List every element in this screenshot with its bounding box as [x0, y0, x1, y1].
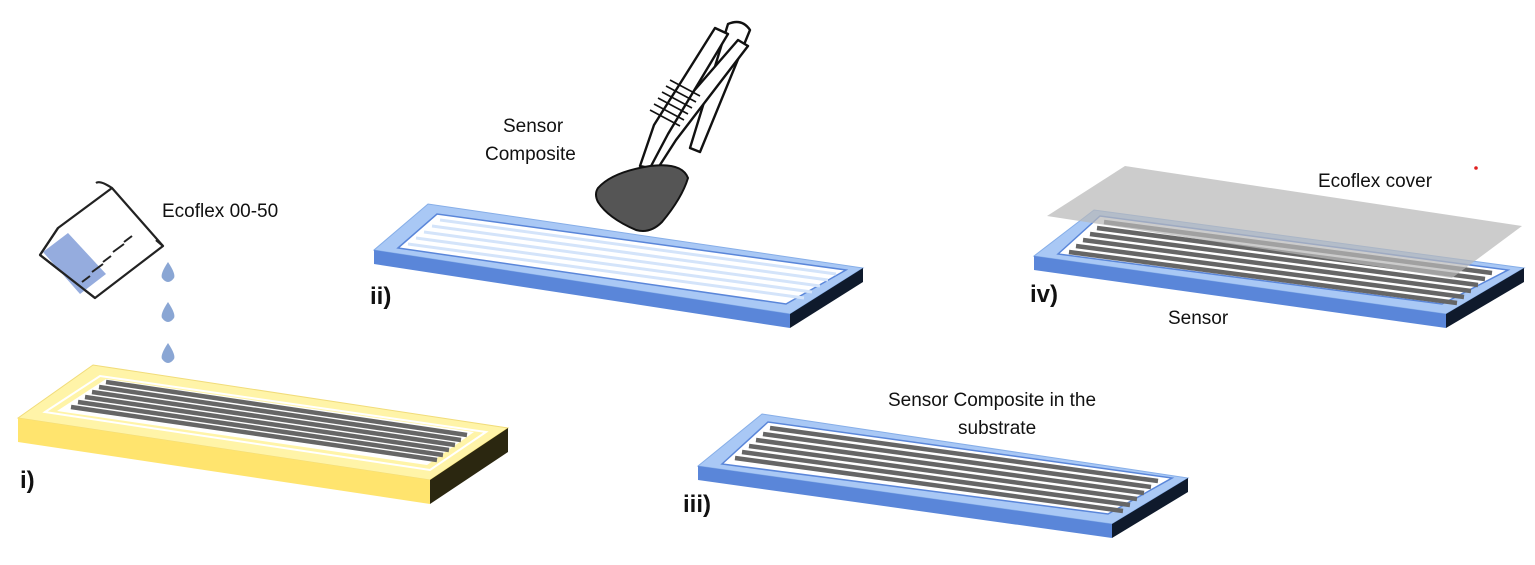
step-iii-label: iii) [683, 491, 711, 518]
faint-stripes [407, 218, 837, 300]
step-ii-group: Sensor Composite ii) [370, 20, 865, 328]
mold-side [430, 428, 508, 504]
drop-icon [161, 302, 175, 322]
step-iii-group: Sensor Composite in the substrate iii) [683, 390, 1190, 538]
drop-icon [161, 343, 175, 363]
substrate-ii [372, 203, 865, 328]
substrate-side [1446, 268, 1524, 328]
ecoflex-label: Ecoflex 00-50 [162, 201, 278, 222]
composite-substrate-label-2: substrate [958, 418, 1036, 439]
substrate-front [698, 466, 1112, 538]
composite-substrate-label-1: Sensor Composite in the [888, 390, 1096, 411]
step-iv-label: iv) [1030, 281, 1058, 308]
substrate-front [374, 250, 790, 328]
red-dot [1474, 166, 1478, 170]
sensor-composite-label-2: Composite [485, 144, 576, 165]
ecoflex-cover-sheet [1047, 166, 1522, 278]
drop-icon [161, 262, 175, 282]
sensor-composite-label-1: Sensor [503, 116, 564, 137]
step-ii-label: ii) [370, 283, 391, 310]
step-iv-group: Ecoflex cover Sensor iv) [1030, 166, 1526, 329]
substrate-iii [696, 413, 1190, 538]
mold-front [18, 418, 430, 504]
beaker-icon [38, 181, 165, 300]
tweezers-icon [638, 20, 752, 170]
substrate-side [790, 268, 863, 328]
sensor-label: Sensor [1168, 308, 1229, 329]
yellow-mold [16, 364, 510, 504]
mold-inner-outline [42, 374, 489, 472]
step-i-group: Ecoflex 00-50 i) [16, 181, 510, 504]
drops [161, 262, 175, 363]
mold-stripes [70, 379, 468, 463]
sensor-stripes [734, 425, 1159, 514]
sensor-composite-blob [595, 164, 690, 232]
substrate-front [1034, 256, 1446, 328]
step-i-label: i) [20, 467, 35, 494]
substrate-side [1112, 478, 1188, 538]
ecoflex-cover-label: Ecoflex cover [1318, 171, 1433, 192]
